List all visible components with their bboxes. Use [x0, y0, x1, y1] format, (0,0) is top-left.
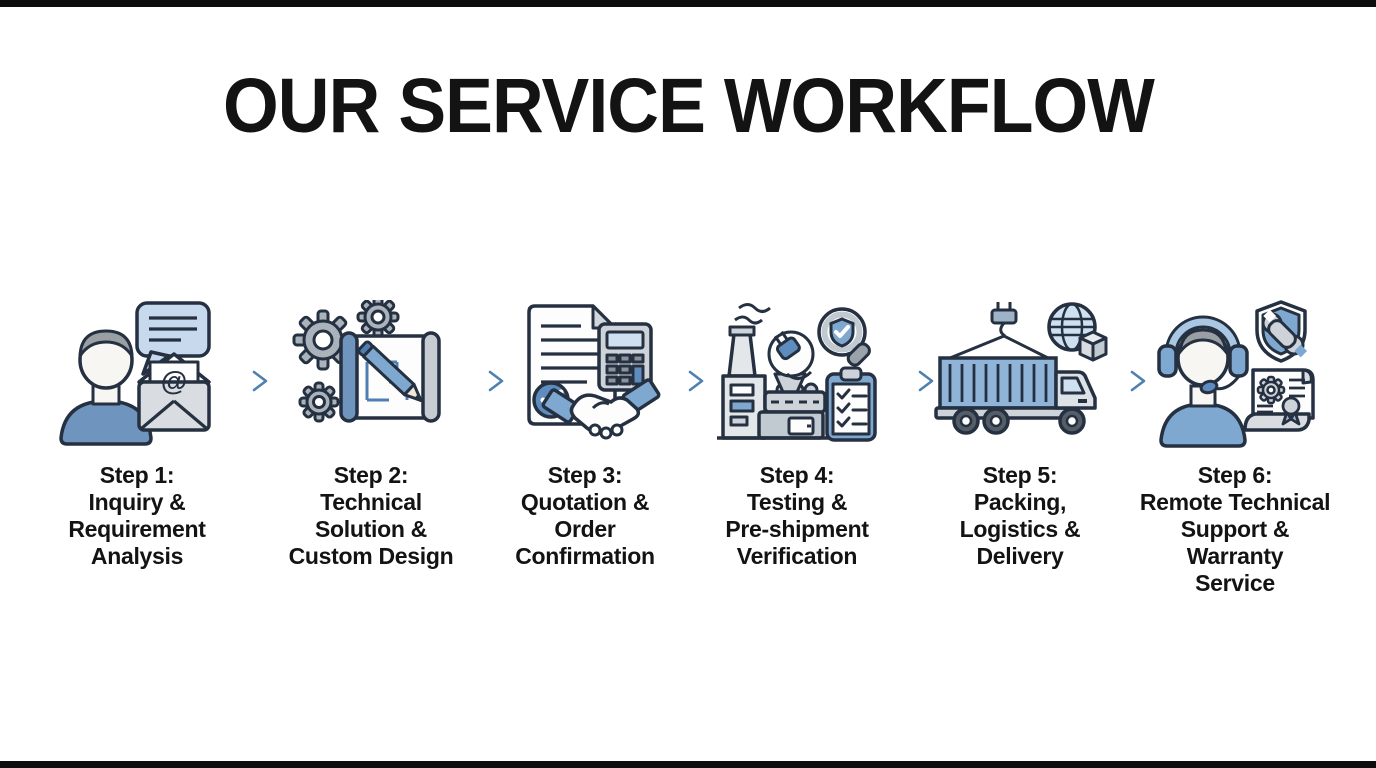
step-label-line: Confirmation: [515, 543, 655, 569]
step-label-line: Step 6:: [1197, 462, 1273, 488]
step-1: @ Step 1: Inquiry & Requirement Analysis: [31, 298, 243, 570]
step-label-line: Step 3:: [547, 462, 623, 488]
factory-magnifier-checklist-icon: [691, 298, 903, 450]
step-label-line: Custom Design: [288, 543, 454, 569]
step-4: Step 4: Testing & Pre-shipment Verificat…: [691, 298, 903, 570]
step-label: Step 3: Quotation & Order Confirmation: [479, 462, 691, 570]
bottom-border-bar: [0, 761, 1376, 768]
step-5: Step 5: Packing, Logistics & Delivery: [914, 298, 1126, 570]
gears-blueprint-pencil-icon: [265, 298, 477, 450]
step-label-line: Verification: [736, 543, 858, 569]
support-agent-shield-certificate-icon: [1125, 298, 1345, 450]
step-label-line: Requirement: [68, 516, 206, 542]
step-label: Step 5: Packing, Logistics & Delivery: [914, 462, 1126, 570]
step-label-line: Delivery: [976, 543, 1064, 569]
step-label-line: Step 4:: [759, 462, 835, 488]
person-chat-email-icon: @: [31, 298, 243, 450]
step-3: Step 3: Quotation & Order Confirmation: [479, 298, 691, 570]
step-2: Step 2: Technical Solution & Custom Desi…: [265, 298, 477, 570]
step-label-line: Support &: [1180, 516, 1290, 542]
step-label-line: Remote Technical: [1139, 489, 1331, 515]
step-label-line: Inquiry &: [88, 489, 186, 515]
step-label-line: Service: [1195, 570, 1275, 596]
step-label-line: Quotation &: [520, 489, 650, 515]
step-label-line: Step 5:: [982, 462, 1058, 488]
step-label-line: Packing,: [973, 489, 1067, 515]
step-label-line: Analysis: [90, 543, 184, 569]
step-label: Step 4: Testing & Pre-shipment Verificat…: [691, 462, 903, 570]
flow-arrow-4: [884, 370, 934, 392]
step-label-line: Warranty: [1186, 543, 1284, 569]
step-label-line: Step 1:: [99, 462, 175, 488]
top-border-bar: [0, 0, 1376, 7]
document-calculator-handshake-icon: [479, 298, 691, 450]
step-label-line: Testing &: [746, 489, 848, 515]
step-label: Step 6: Remote Technical Support & Warra…: [1125, 462, 1345, 597]
step-label-line: Order: [554, 516, 616, 542]
step-label-line: Step 2:: [333, 462, 409, 488]
step-label: Step 1: Inquiry & Requirement Analysis: [31, 462, 243, 570]
step-label-line: Technical: [320, 489, 422, 515]
step-label: Step 2: Technical Solution & Custom Desi…: [265, 462, 477, 570]
step-6: Step 6: Remote Technical Support & Warra…: [1125, 298, 1345, 597]
flow-arrow-2: [454, 370, 504, 392]
flow-arrow-5: [1096, 370, 1146, 392]
step-label-line: Solution &: [315, 516, 427, 542]
flow-arrow-1: [218, 370, 268, 392]
page-title: OUR SERVICE WORKFLOW: [222, 63, 1155, 149]
step-label-line: Logistics &: [959, 516, 1081, 542]
step-label-line: Pre-shipment: [725, 516, 869, 542]
svg-text:@: @: [161, 366, 187, 396]
flow-arrow-3: [654, 370, 704, 392]
container-truck-globe-icon: [914, 298, 1126, 450]
